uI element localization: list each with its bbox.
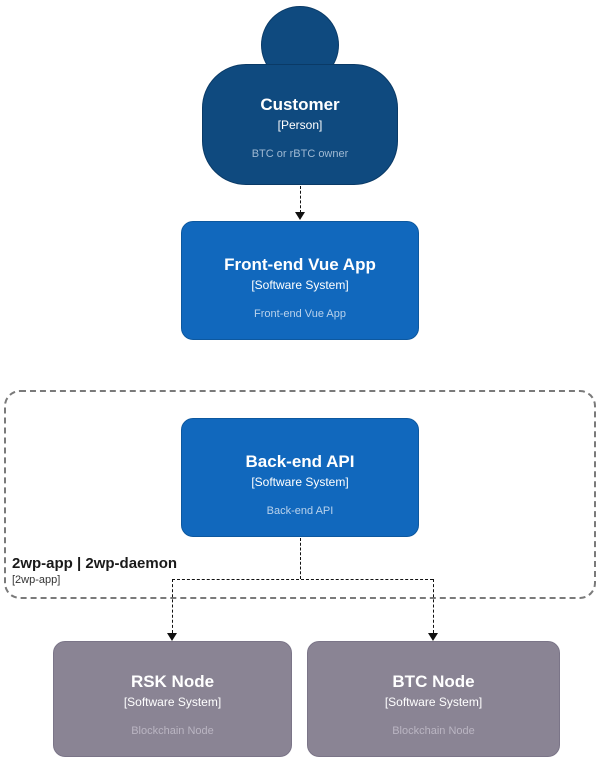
connector-customer-frontend-arrowhead-icon: [295, 212, 305, 220]
connector-backend-btc-arrowhead-icon: [428, 633, 438, 641]
node-customer-title: Customer: [260, 95, 340, 114]
node-customer-subtitle: [Person]: [277, 118, 323, 132]
node-backend-title: Back-end API: [245, 452, 355, 471]
node-btc-title: BTC Node: [392, 672, 475, 691]
node-frontend-subtitle: [Software System]: [251, 278, 349, 292]
node-customer-description: BTC or rBTC owner: [251, 148, 349, 160]
boundary-label: 2wp-app | 2wp-daemon: [12, 555, 178, 572]
node-rsk-title: RSK Node: [130, 672, 215, 691]
node-backend-api: Back-end API [Software System] Back-end …: [181, 418, 419, 537]
node-frontend-title: Front-end Vue App: [224, 255, 376, 274]
boundary-sublabel: [2wp-app]: [12, 574, 61, 586]
node-rsk-subtitle: [Software System]: [123, 695, 222, 709]
connector-backend-branch-line: [172, 579, 433, 580]
node-customer: Customer [Person] BTC or rBTC owner: [202, 64, 398, 185]
connector-customer-frontend-line: [300, 186, 301, 213]
boundary-label-block: 2wp-app | 2wp-daemon [2wp-app]: [12, 555, 177, 586]
connector-backend-rsk-line: [172, 579, 173, 633]
connector-backend-btc-line: [433, 579, 434, 633]
node-btc-subtitle: [Software System]: [384, 695, 483, 709]
connector-backend-stem-line: [300, 538, 301, 579]
node-btc-node: BTC Node [Software System] Blockchain No…: [307, 641, 560, 757]
boundary-2wp-app: [4, 390, 596, 599]
node-rsk-description: Blockchain Node: [131, 725, 214, 737]
node-backend-subtitle: [Software System]: [251, 475, 349, 489]
node-backend-description: Back-end API: [266, 505, 334, 517]
node-rsk-node: RSK Node [Software System] Blockchain No…: [53, 641, 292, 757]
node-btc-description: Blockchain Node: [392, 725, 475, 737]
node-frontend-vue-app: Front-end Vue App [Software System] Fron…: [181, 221, 419, 340]
connector-backend-rsk-arrowhead-icon: [167, 633, 177, 641]
node-frontend-description: Front-end Vue App: [254, 308, 346, 320]
